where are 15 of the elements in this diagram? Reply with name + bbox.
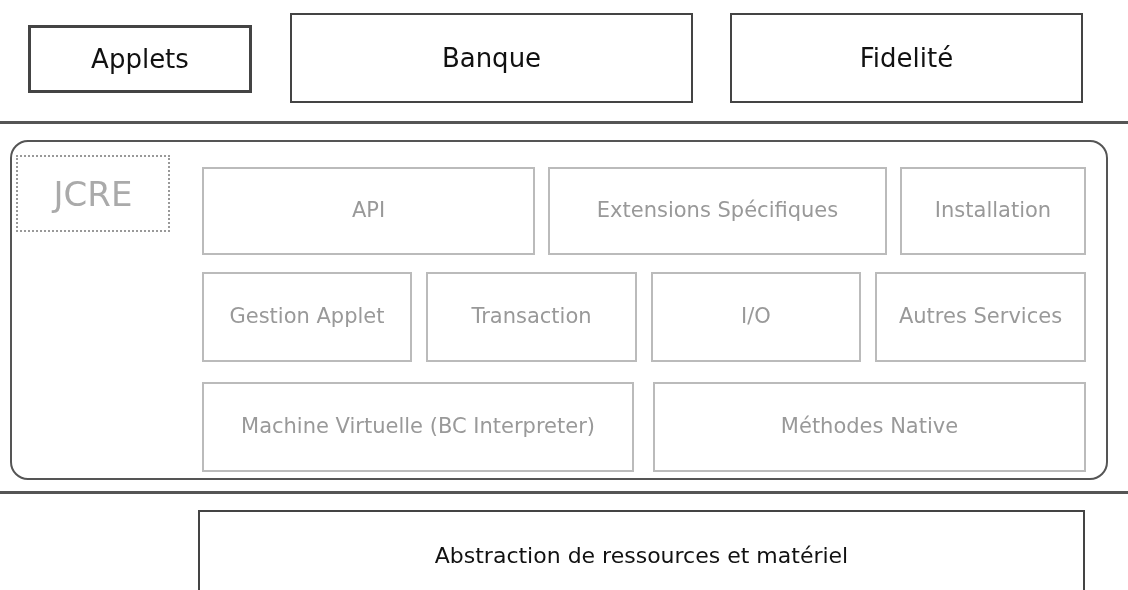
group-title: JCRE — [16, 155, 170, 232]
component-box: Gestion Applet — [202, 272, 412, 362]
component-box: Transaction — [426, 272, 637, 362]
container-panel — [10, 140, 1108, 480]
component-box: I/O — [651, 272, 861, 362]
component-box: Méthodes Native — [653, 382, 1086, 472]
component-box: API — [202, 167, 535, 255]
component-box: Extensions Spécifiques — [548, 167, 887, 255]
layer-box: Abstraction de ressources et matériel — [198, 510, 1085, 590]
layer-box: Fidelité — [730, 13, 1083, 103]
component-box: Installation — [900, 167, 1086, 255]
layer-box: Banque — [290, 13, 693, 103]
layer-box: Applets — [28, 25, 252, 93]
component-box: Autres Services — [875, 272, 1086, 362]
component-box: Machine Virtuelle (BC Interpreter) — [202, 382, 634, 472]
